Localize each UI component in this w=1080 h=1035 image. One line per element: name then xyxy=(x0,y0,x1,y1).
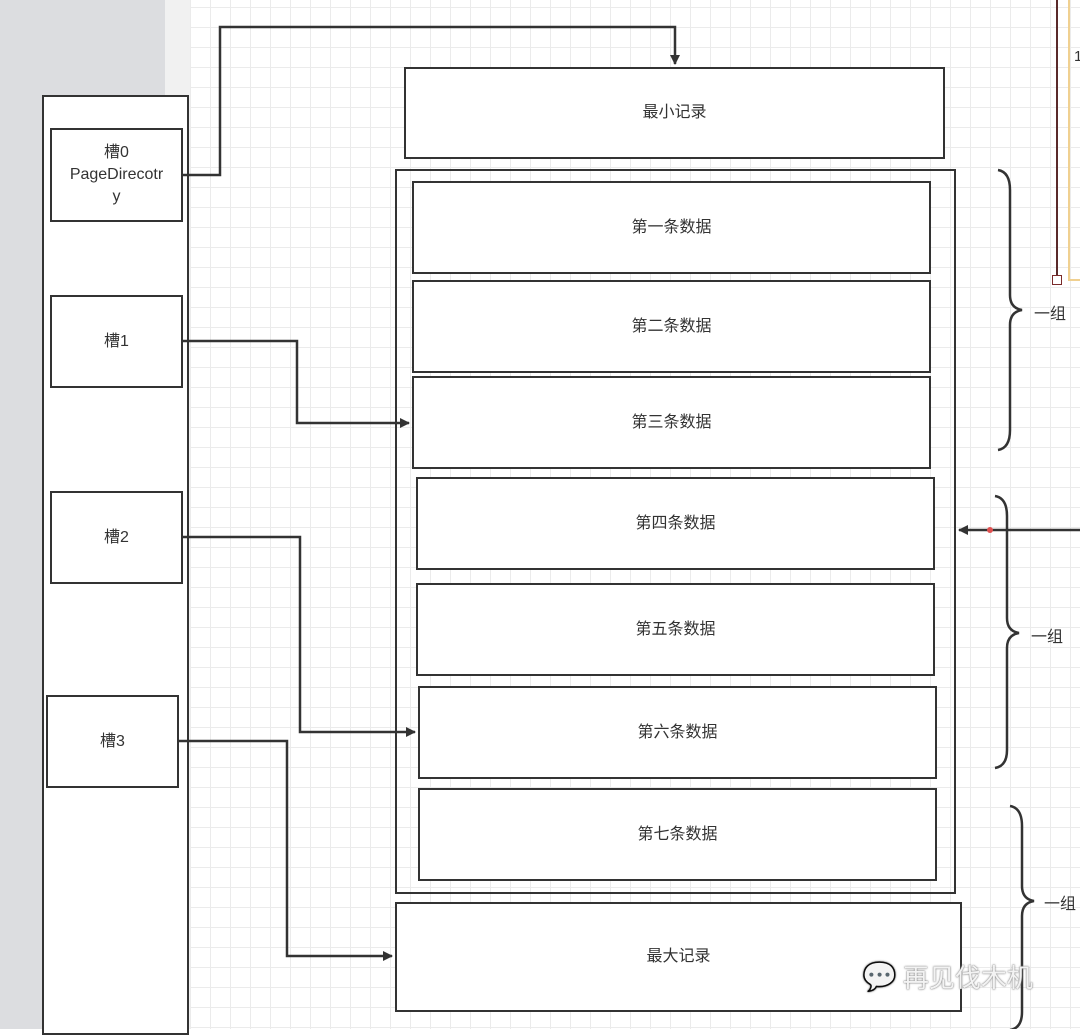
slot-0[interactable]: 槽0 PageDirecotr y xyxy=(50,128,183,222)
slot-label: 槽3 xyxy=(100,732,125,750)
row-label: 第四条数据 xyxy=(635,514,716,532)
row-6[interactable]: 第六条数据 xyxy=(418,686,937,779)
slot-sublabel: PageDirecotr xyxy=(69,166,164,183)
brace-group-3 xyxy=(1009,804,1035,1029)
watermark: 💬 再见伐木机 xyxy=(862,958,1033,995)
arrow-slot1-to-row3[interactable] xyxy=(183,339,410,428)
row-7[interactable]: 第七条数据 xyxy=(418,788,937,881)
row-label: 第六条数据 xyxy=(637,723,718,741)
slot-label: 槽2 xyxy=(104,528,129,546)
row-1[interactable]: 第一条数据 xyxy=(412,181,931,274)
slot-2[interactable]: 槽2 xyxy=(50,491,183,584)
partial-frame-line xyxy=(1056,0,1058,280)
group-label-2: 一组 xyxy=(1031,629,1064,646)
wechat-icon: 💬 xyxy=(862,961,897,992)
row-label: 第三条数据 xyxy=(631,413,712,431)
row-4[interactable]: 第四条数据 xyxy=(416,477,935,570)
slot-1[interactable]: 槽1 xyxy=(50,295,183,388)
resize-handle[interactable] xyxy=(1052,275,1062,285)
row-label: 第一条数据 xyxy=(631,218,712,236)
slot-3[interactable]: 槽3 xyxy=(46,695,179,788)
arrow-slot2-to-row6[interactable] xyxy=(183,535,416,737)
brace-group-2 xyxy=(994,494,1020,770)
min-record-label: 最小记录 xyxy=(642,104,707,121)
row-label: 第二条数据 xyxy=(631,317,712,335)
partial-frame-orange xyxy=(1068,0,1070,280)
partial-text: 1 xyxy=(1074,48,1080,65)
group-label-1: 一组 xyxy=(1034,306,1067,323)
min-record[interactable]: 最小记录 xyxy=(404,67,945,159)
row-2[interactable]: 第二条数据 xyxy=(412,280,931,373)
connection-point[interactable] xyxy=(987,527,993,533)
watermark-text: 再见伐木机 xyxy=(902,963,1033,993)
arrow-slot3-to-max[interactable] xyxy=(179,739,393,961)
arrow-slot0-to-min[interactable] xyxy=(183,25,680,177)
max-record[interactable]: 最大记录 xyxy=(395,902,962,1012)
partial-frame-bottom xyxy=(1068,279,1080,281)
records-container[interactable] xyxy=(395,169,956,894)
slot-label: 槽1 xyxy=(104,332,129,350)
row-3[interactable]: 第三条数据 xyxy=(412,376,931,469)
slot-label: 槽0 xyxy=(104,144,129,161)
row-label: 第五条数据 xyxy=(635,620,716,638)
row-5[interactable]: 第五条数据 xyxy=(416,583,935,676)
row-label: 第七条数据 xyxy=(637,825,718,843)
brace-group-1 xyxy=(997,168,1023,452)
slot-sublabel-wrap: y xyxy=(112,188,121,205)
group-label-3: 一组 xyxy=(1044,896,1077,913)
max-record-label: 最大记录 xyxy=(646,948,711,965)
